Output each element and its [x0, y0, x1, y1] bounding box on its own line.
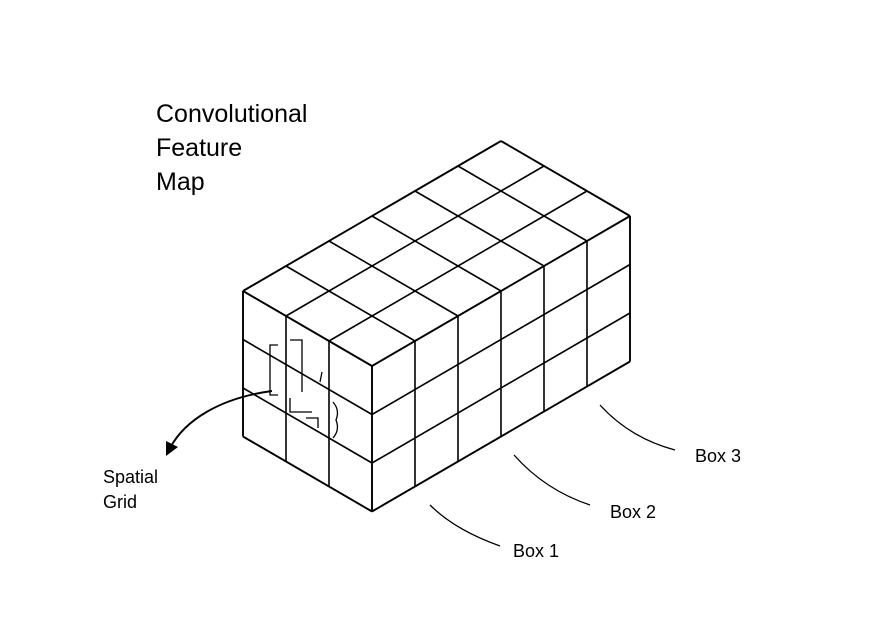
side-face-horizontal-line — [371, 360, 631, 513]
front-face-horizontal-line — [242, 290, 373, 367]
top-face-width-line — [414, 190, 545, 267]
bracket-curly — [332, 401, 339, 439]
top-face-width-line — [285, 265, 416, 342]
box2-label: Box 2 — [610, 502, 656, 522]
spatial-grid-arrow — [166, 390, 273, 456]
bracket-bottom-inner — [306, 417, 319, 428]
bracket-left-outer — [269, 344, 278, 396]
bracket-bottom-left — [289, 398, 312, 413]
spatial-grid-label-line-1: Spatial — [103, 467, 158, 487]
bracket-tick — [319, 371, 323, 383]
arrow-head-icon — [166, 441, 178, 456]
top-face-width-line — [371, 215, 502, 292]
feature-map-cuboid — [242, 140, 631, 513]
side-face-horizontal-line — [371, 263, 631, 416]
box3-label: Box 3 — [695, 446, 741, 466]
front-face-horizontal-line — [242, 435, 373, 513]
front-face-horizontal-line — [242, 338, 373, 416]
bracket-right-top — [290, 339, 303, 392]
side-face-horizontal-line — [371, 312, 631, 464]
spatial-grid-label-line-2: Grid — [103, 492, 137, 512]
top-face-width-line — [500, 140, 631, 217]
box1-label: Box 1 — [513, 541, 559, 561]
spatial-grid-brackets — [269, 339, 339, 439]
box1-leader-line — [429, 504, 501, 547]
title-line-1: Convolutional — [156, 100, 308, 128]
top-face-width-line — [328, 240, 459, 317]
box2-leader-line — [513, 454, 591, 506]
title-line-2: Feature — [156, 134, 242, 162]
front-face-horizontal-line — [242, 387, 373, 464]
top-face-width-line — [457, 165, 588, 242]
title-line-3: Map — [156, 168, 205, 196]
box3-leader-line — [599, 404, 676, 451]
arrow-curve — [169, 390, 273, 449]
